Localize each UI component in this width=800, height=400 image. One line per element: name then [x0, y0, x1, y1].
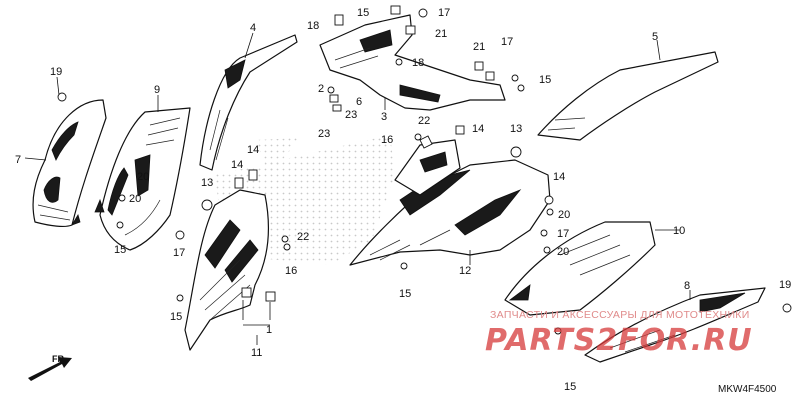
label-12: 12 — [459, 265, 471, 277]
label-21-a: 21 — [435, 28, 447, 40]
label-11: 11 — [251, 347, 262, 359]
watermark-logo: PARTS2FOR.RU — [485, 323, 753, 358]
label-18-a: 18 — [307, 20, 319, 32]
label-7: 7 — [15, 154, 21, 166]
label-23-a: 23 — [345, 109, 357, 121]
label-2: 2 — [318, 83, 324, 95]
label-20-b: 20 — [129, 193, 141, 205]
label-4: 4 — [250, 22, 256, 34]
label-14-a: 14 — [231, 159, 243, 171]
label-16-a: 16 — [285, 265, 297, 277]
watermark-text: ЗАПЧАСТИ И АКСЕССУАРЫ ДЛЯ МОТОТЕХНИКИ — [490, 309, 750, 321]
part-labels: 19 7 9 20 20 15 4 13 14 14 17 22 16 15 1… — [15, 7, 791, 393]
label-14-b: 14 — [247, 144, 259, 156]
label-15-e: 15 — [399, 288, 411, 300]
diagram-code: MKW4F4500 — [718, 384, 777, 395]
label-14-c: 14 — [472, 123, 484, 135]
leader-lines — [24, 32, 691, 345]
label-17-a: 17 — [173, 247, 185, 259]
label-8: 8 — [684, 280, 690, 292]
label-18-b: 18 — [412, 57, 424, 69]
label-6: 6 — [356, 96, 362, 108]
label-20-d: 20 — [557, 246, 569, 258]
label-17-c: 17 — [501, 36, 513, 48]
front-direction-arrow: FR. — [28, 354, 72, 381]
label-19-left: 19 — [50, 66, 62, 78]
part-7-front-cowl-left — [32, 99, 107, 228]
label-22-a: 22 — [297, 231, 309, 243]
label-17-d: 17 — [557, 228, 569, 240]
part-3-upper-bracket — [319, 14, 506, 112]
label-16-b: 16 — [381, 134, 393, 146]
part-5-upper-strip — [537, 51, 719, 141]
label-21-b: 21 — [473, 41, 485, 53]
part-8-lower-cover — [584, 287, 766, 363]
label-15-f: 15 — [564, 381, 576, 393]
label-17-b: 17 — [438, 7, 450, 19]
part-9-inner-panel-left — [94, 107, 191, 251]
label-13-left: 13 — [201, 177, 213, 189]
part-10-side-cover — [504, 221, 656, 316]
label-3: 3 — [381, 111, 387, 123]
label-15-d: 15 — [539, 74, 551, 86]
part-4-side-rail — [199, 34, 298, 171]
label-1: 1 — [266, 324, 272, 336]
label-20-a: 20 — [137, 171, 149, 183]
label-23-b: 23 — [318, 128, 330, 140]
label-19-right: 19 — [779, 279, 791, 291]
part-12-under-cowl — [349, 139, 551, 266]
label-10: 10 — [673, 225, 685, 237]
label-5: 5 — [652, 31, 658, 43]
label-13-right: 13 — [510, 123, 522, 135]
label-14-d: 14 — [553, 171, 565, 183]
fasteners — [57, 5, 792, 335]
part-11-center-inner-cover — [184, 189, 276, 351]
watermark: ЗАПЧАСТИ И АКСЕССУАРЫ ДЛЯ МОТОТЕХНИКИ PA… — [485, 309, 753, 358]
label-20-c: 20 — [558, 209, 570, 221]
label-15-c: 15 — [357, 7, 369, 19]
front-direction-label: FR. — [52, 354, 67, 364]
label-9: 9 — [154, 84, 160, 96]
label-15-b: 15 — [170, 311, 182, 323]
label-15-a: 15 — [114, 244, 126, 256]
label-22-b: 22 — [418, 115, 430, 127]
